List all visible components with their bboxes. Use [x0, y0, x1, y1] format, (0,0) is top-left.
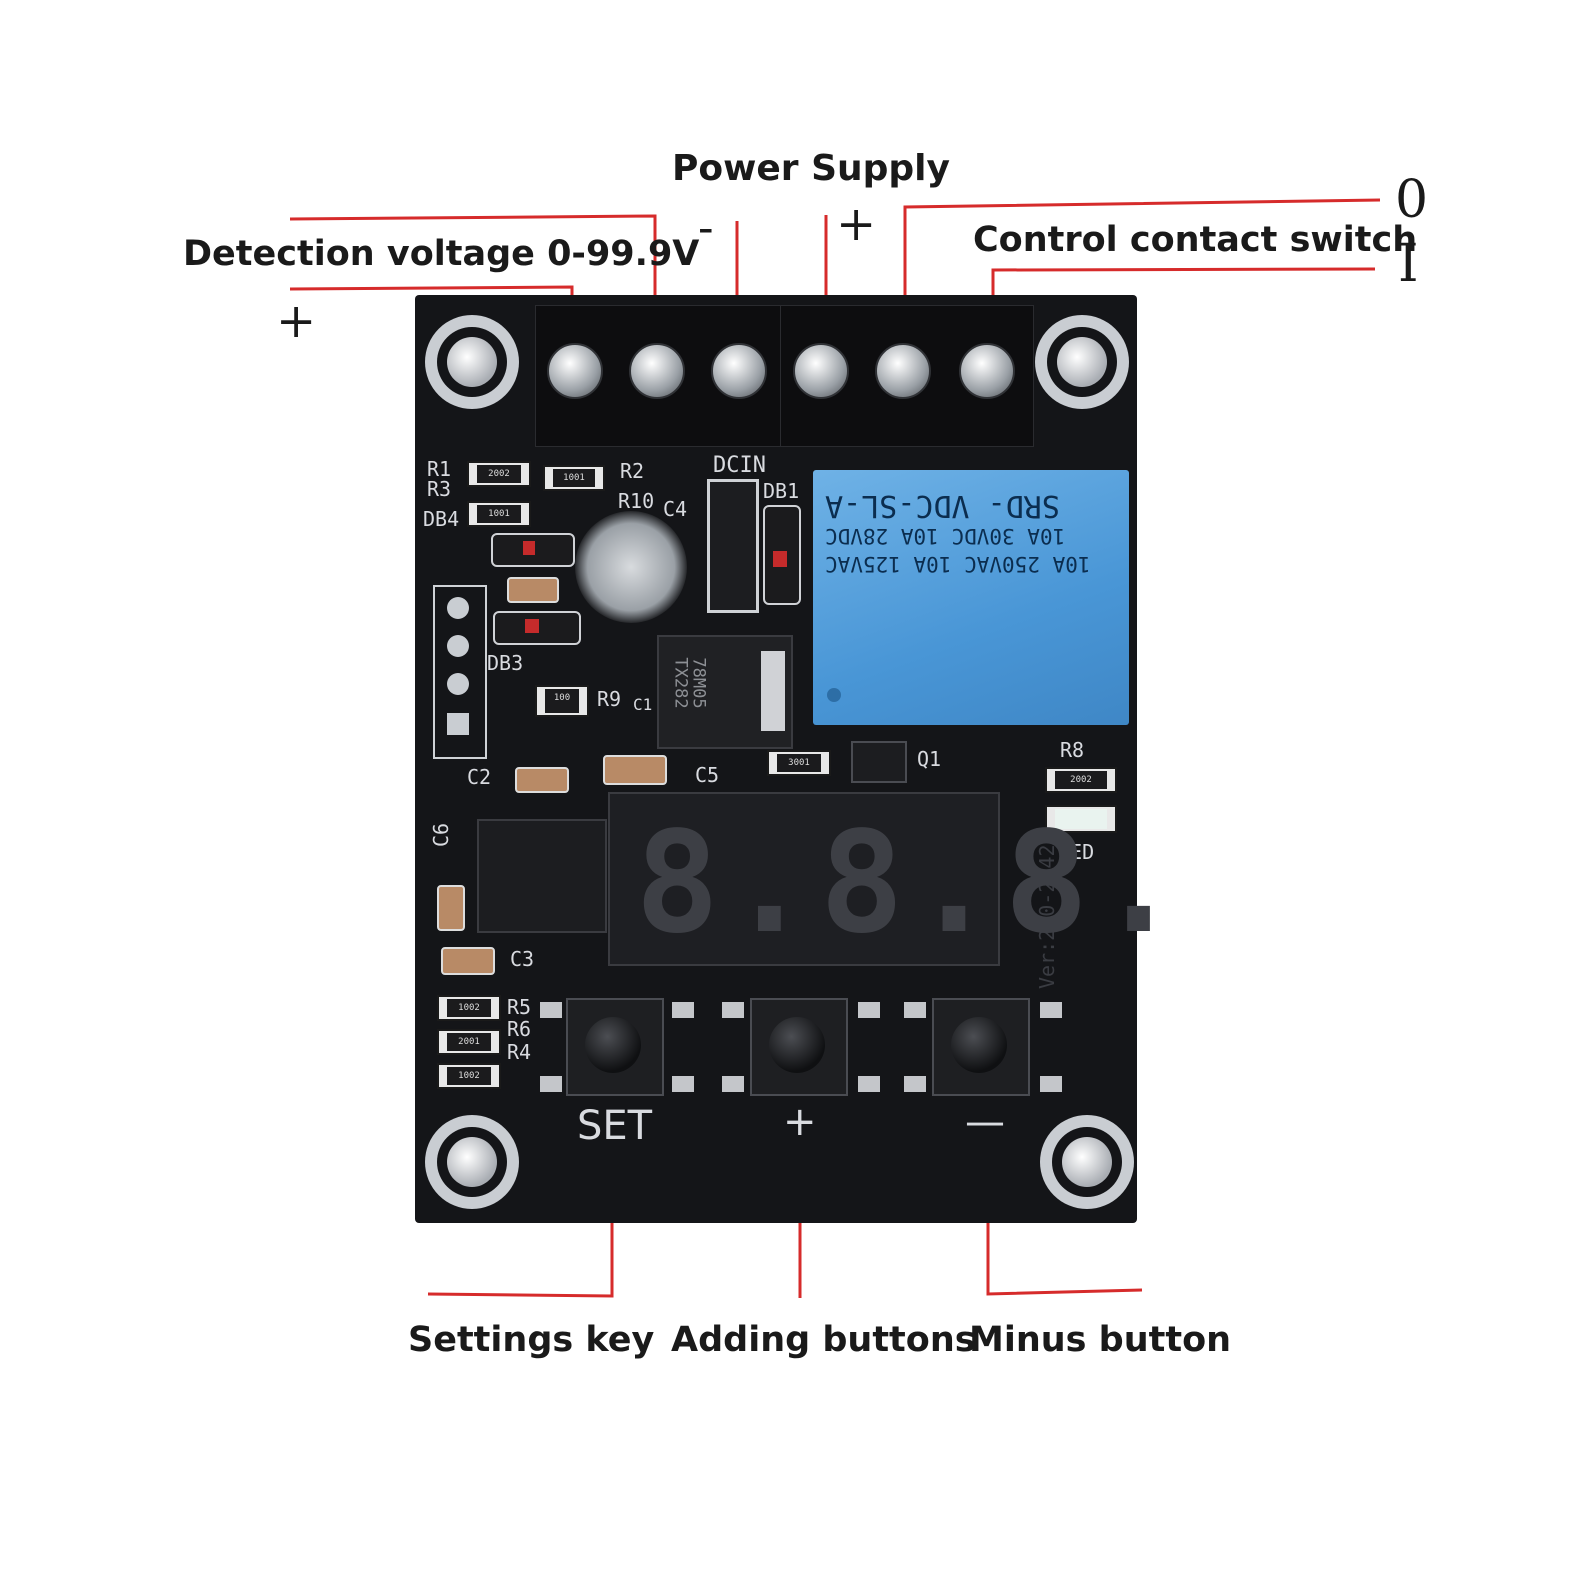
- screw-terminal-2[interactable]: [629, 343, 685, 399]
- screw-terminal-3[interactable]: [711, 343, 767, 399]
- resistor-r2: 1001: [543, 465, 605, 491]
- power-plus-symbol: +: [836, 196, 877, 252]
- minus-button[interactable]: [932, 998, 1030, 1096]
- relay: SRD- VDC-SL-A 10A 30VDC 10A 28VDC 10A 25…: [813, 470, 1129, 725]
- silk-db1: DB1: [763, 479, 800, 503]
- dcin-component: [707, 479, 759, 613]
- regulator-text-1: 78M05: [688, 657, 709, 709]
- silk-c1: C1: [633, 695, 653, 714]
- diode-db3: [493, 611, 581, 645]
- silk-db4: DB4: [423, 507, 460, 531]
- silk-c3: C3: [510, 947, 535, 971]
- resistor-q1: 3001: [767, 750, 831, 776]
- led-indicator: [1045, 805, 1117, 833]
- diode-db1: [763, 505, 801, 605]
- detection-voltage-label: Detection voltage 0-99.9V: [183, 234, 700, 274]
- button-pad: [540, 1076, 562, 1092]
- button-pad: [858, 1002, 880, 1018]
- silk-q1: Q1: [917, 747, 942, 771]
- button-pad: [1040, 1002, 1062, 1018]
- contact-zero-symbol: 0: [1395, 170, 1429, 230]
- silk-r2: R2: [620, 459, 645, 483]
- screw-terminal-4[interactable]: [793, 343, 849, 399]
- button-pad: [722, 1002, 744, 1018]
- adding-buttons-label: Adding buttons: [671, 1320, 976, 1360]
- silk-db3: DB3: [487, 651, 524, 675]
- control-contact-switch-label: Control contact switch: [973, 220, 1418, 260]
- detection-plus-symbol: +: [276, 293, 317, 349]
- button-pad: [540, 1002, 562, 1018]
- mounting-hole-bottom-left: [425, 1115, 519, 1209]
- button-pad: [672, 1076, 694, 1092]
- button-pad: [1040, 1076, 1062, 1092]
- resistor-r4: 1002: [437, 1063, 501, 1089]
- relay-line-2: 10A 30VDC 10A 28VDC: [825, 524, 1066, 548]
- button-pad: [904, 1002, 926, 1018]
- capacitor-c2: [515, 767, 569, 793]
- capacitor-c5: [603, 755, 667, 785]
- silk-r8: R8: [1060, 738, 1085, 762]
- silk-c4: C4: [663, 497, 688, 521]
- transistor-q1: [851, 741, 907, 783]
- plus-button[interactable]: [750, 998, 848, 1096]
- resistor-r8: 2002: [1045, 767, 1117, 793]
- button-pad: [672, 1002, 694, 1018]
- mounting-hole-bottom-right: [1040, 1115, 1134, 1209]
- relay-line-3: 10A 250VAC 10A 125VAC: [825, 552, 1091, 576]
- contact-one-symbol: I: [1398, 234, 1419, 294]
- resistor-r6: 2001: [437, 1029, 501, 1055]
- button-pad: [858, 1076, 880, 1092]
- silk-plus: +: [783, 1099, 817, 1145]
- silk-set: SET: [577, 1103, 653, 1149]
- button-pad: [722, 1076, 744, 1092]
- silk-dcin: DCIN: [713, 453, 766, 478]
- pin-header: [433, 585, 487, 759]
- power-minus-symbol: -: [698, 200, 714, 254]
- voltage-regulator: 78M05 TX282: [657, 635, 793, 749]
- minus-button-label: Minus button: [969, 1320, 1232, 1360]
- resistor-r5: 1002: [437, 995, 501, 1021]
- settings-key-label: Settings key: [408, 1320, 655, 1360]
- regulator-text-2: TX282: [670, 657, 691, 709]
- resistor-r9: 100: [535, 685, 589, 717]
- capacitor-c6: [437, 885, 465, 931]
- mounting-hole-top-left: [425, 315, 519, 409]
- silk-r3: R3: [427, 477, 452, 501]
- silk-c6: C6: [429, 822, 454, 848]
- silk-c5: C5: [695, 763, 720, 787]
- button-pad: [904, 1076, 926, 1092]
- display-digits: 8.8.8.: [635, 802, 1189, 965]
- set-button[interactable]: [566, 998, 664, 1096]
- resistor-r3: 1001: [467, 501, 531, 527]
- resistor-r1: 2002: [467, 461, 531, 487]
- silk-r5: R5: [507, 995, 532, 1019]
- mounting-hole-top-right: [1035, 315, 1129, 409]
- ic-chip: [477, 819, 607, 933]
- screw-terminal-1[interactable]: [547, 343, 603, 399]
- silk-r10: R10: [618, 489, 655, 513]
- capacitor-small: [507, 577, 559, 603]
- silk-c2: C2: [467, 765, 492, 789]
- relay-dot: [827, 688, 841, 702]
- diode-db4: [491, 533, 575, 567]
- silk-minus: —: [965, 1099, 1005, 1145]
- silk-r9: R9: [597, 687, 622, 711]
- screw-terminal-6[interactable]: [959, 343, 1015, 399]
- seven-segment-display: 8.8.8.: [608, 792, 1181, 966]
- relay-line-1: SRD- VDC-SL-A: [825, 488, 1060, 523]
- silk-r6: R6: [507, 1017, 532, 1041]
- electrolytic-capacitor-c4: [575, 511, 687, 623]
- power-supply-label: Power Supply: [672, 148, 950, 189]
- screw-terminal-5[interactable]: [875, 343, 931, 399]
- capacitor-c3: [441, 947, 495, 975]
- silk-r1: R1: [427, 457, 452, 481]
- silk-led: LED: [1058, 840, 1095, 864]
- silk-r4: R4: [507, 1040, 532, 1064]
